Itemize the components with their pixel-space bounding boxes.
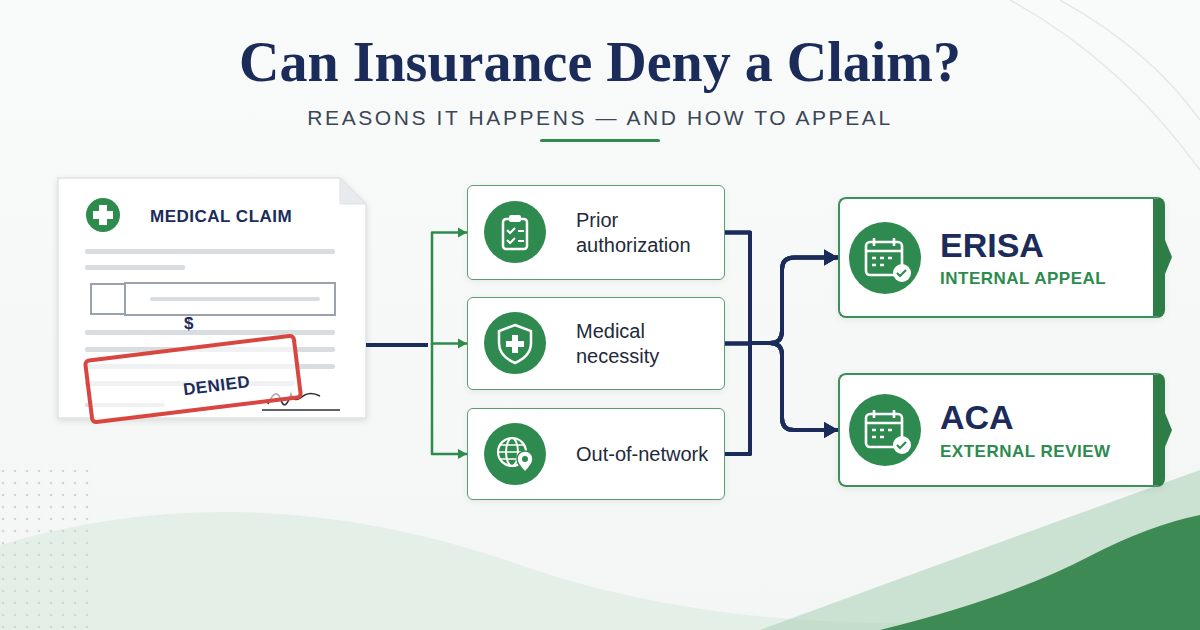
decor-arc bbox=[1060, 0, 1200, 120]
connector-line bbox=[725, 343, 838, 430]
reason-box: Medical necessity bbox=[467, 297, 725, 390]
medical-cross-icon bbox=[86, 198, 120, 232]
appeal-type: INTERNAL APPEAL bbox=[940, 269, 1153, 289]
tab-notch bbox=[1165, 240, 1172, 274]
connector bbox=[725, 343, 838, 430]
connector bbox=[366, 233, 467, 345]
medical-cross-icon bbox=[86, 198, 120, 232]
decor-arc bbox=[1010, 0, 1200, 170]
medical-cross-icon bbox=[93, 211, 113, 219]
reason-box: Prior authorization bbox=[467, 185, 725, 280]
connector-line bbox=[725, 233, 838, 431]
connector bbox=[366, 345, 467, 454]
reason-box: Out-of-network bbox=[467, 408, 725, 500]
connector bbox=[725, 258, 838, 455]
document-heading: MEDICAL CLAIM bbox=[150, 207, 292, 227]
connector-line bbox=[725, 233, 838, 344]
page-fold bbox=[340, 178, 366, 204]
connector bbox=[725, 343, 838, 454]
connector-line bbox=[725, 343, 838, 454]
connector-line bbox=[432, 345, 467, 454]
currency-cell: $ bbox=[90, 283, 126, 315]
connector bbox=[725, 233, 838, 344]
connector bbox=[725, 233, 838, 431]
medical-cross-icon bbox=[99, 205, 107, 225]
connector-line bbox=[725, 258, 838, 455]
document-line bbox=[85, 265, 185, 270]
appeal-type: EXTERNAL REVIEW bbox=[940, 442, 1153, 462]
appeal-law: ACA bbox=[940, 398, 1153, 437]
title-underline bbox=[540, 139, 660, 142]
appeal-box: ACA EXTERNAL REVIEW bbox=[838, 373, 1165, 487]
document-line bbox=[85, 330, 335, 335]
reason-text: Out-of-network bbox=[576, 442, 708, 467]
tab-notch bbox=[1165, 413, 1172, 447]
connector-line bbox=[725, 258, 838, 344]
claim-document: MEDICAL CLAIM $ DENIED bbox=[58, 178, 366, 420]
stamp-text: DENIED bbox=[182, 372, 251, 400]
appeal-box: ERISA INTERNAL APPEAL bbox=[838, 197, 1165, 318]
connector-line bbox=[432, 233, 467, 345]
connector-trunk bbox=[366, 343, 428, 347]
page-title: Can Insurance Deny a Claim? bbox=[0, 30, 1200, 94]
page-subtitle: REASONS IT HAPPENS — AND HOW TO APPEAL bbox=[0, 106, 1200, 130]
reason-text: Medical necessity bbox=[576, 319, 710, 369]
connector bbox=[725, 258, 838, 344]
connector-trunk bbox=[366, 343, 428, 347]
document-line bbox=[150, 297, 320, 301]
connector-line bbox=[432, 344, 467, 345]
currency-symbol: $ bbox=[184, 314, 194, 334]
reason-text: Prior authorization bbox=[576, 208, 710, 258]
wave-light bbox=[0, 512, 1200, 630]
denied-stamp: DENIED bbox=[83, 333, 303, 425]
amount-field bbox=[125, 283, 335, 315]
document-line bbox=[85, 249, 335, 254]
wave-mid bbox=[760, 470, 1200, 630]
tab-notch bbox=[1165, 240, 1172, 447]
appeal-law: ERISA bbox=[940, 226, 1153, 265]
decor-arcs bbox=[1010, 0, 1200, 170]
connector-trunk bbox=[366, 343, 428, 347]
wave-dark bbox=[880, 515, 1200, 630]
dot-grid bbox=[0, 470, 90, 630]
connector bbox=[366, 344, 467, 345]
